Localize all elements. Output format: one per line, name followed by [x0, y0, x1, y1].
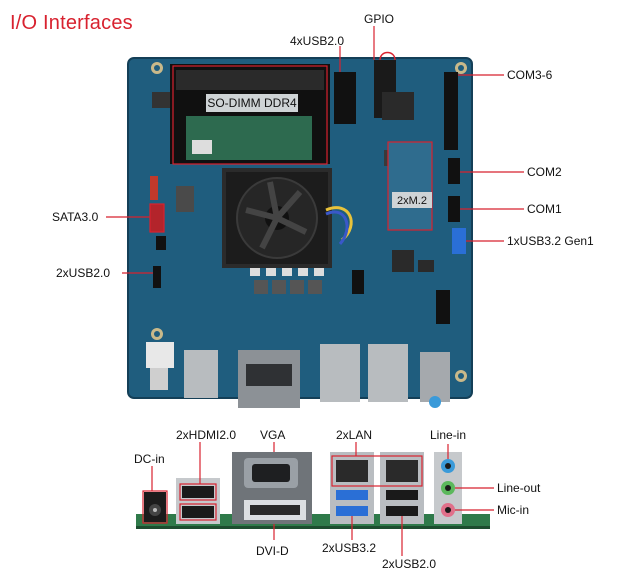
sodimm-label-box: [206, 94, 298, 112]
label-usb20-rear: 2xUSB2.0: [382, 557, 437, 571]
label-usb-left: 2xUSB2.0: [56, 266, 111, 280]
sata-connector: [150, 204, 164, 232]
label-usb32-gen1: 1xUSB3.2 Gen1: [507, 234, 594, 248]
m2-label: 2xM.2: [397, 195, 427, 207]
usb32-port: [452, 228, 466, 254]
lan-usb-stack-top-2: [368, 344, 408, 402]
label-line-in: Line-in: [430, 428, 467, 442]
label-mic-in: Mic-in: [497, 503, 529, 517]
rear-io-panel: [136, 452, 490, 529]
label-com2: COM2: [527, 165, 562, 179]
cpu-heatsink: [222, 168, 332, 268]
page-title: I/O Interfaces: [10, 12, 133, 34]
label-usb-top: 4xUSB2.0: [290, 34, 345, 48]
lan-usb-stack-1: [330, 452, 374, 524]
lan-highlight: [331, 455, 423, 487]
label-gpio: GPIO: [364, 12, 395, 26]
m2-highlight: [387, 141, 433, 231]
audio-stack-top: [420, 352, 450, 402]
sodimm-highlight: [172, 65, 328, 165]
hdmi-stack-top: [184, 350, 218, 398]
label-line-out: Line-out: [497, 481, 541, 495]
com2-header: [448, 158, 460, 184]
label-com1: COM1: [527, 202, 562, 216]
label-sata: SATA3.0: [52, 210, 99, 224]
lan-usb-stack-top-1: [320, 344, 360, 402]
usb2-header-top: [334, 72, 356, 124]
rear-callouts: [151, 442, 494, 556]
label-com36: COM3-6: [507, 68, 553, 82]
label-dvi-d: DVI-D: [256, 544, 289, 558]
label-dc-in: DC-in: [134, 452, 165, 466]
com1-header: [448, 196, 460, 222]
sodimm-label: SO-DIMM DDR4: [207, 96, 297, 110]
board-callouts: [106, 26, 524, 274]
label-usb32-rear: 2xUSB3.2: [322, 541, 377, 555]
label-vga: VGA: [260, 428, 286, 442]
atx-power: [146, 342, 174, 368]
motherboard-top-view: SO-DIMM DDR4: [127, 51, 473, 408]
label-hdmi: 2xHDMI2.0: [176, 428, 237, 442]
usb2-header-left: [153, 266, 161, 288]
label-lan: 2xLAN: [336, 428, 373, 442]
sodimm-slot: [170, 64, 330, 164]
lan-usb-stack-2: [380, 452, 424, 524]
com36-header: [444, 72, 458, 150]
